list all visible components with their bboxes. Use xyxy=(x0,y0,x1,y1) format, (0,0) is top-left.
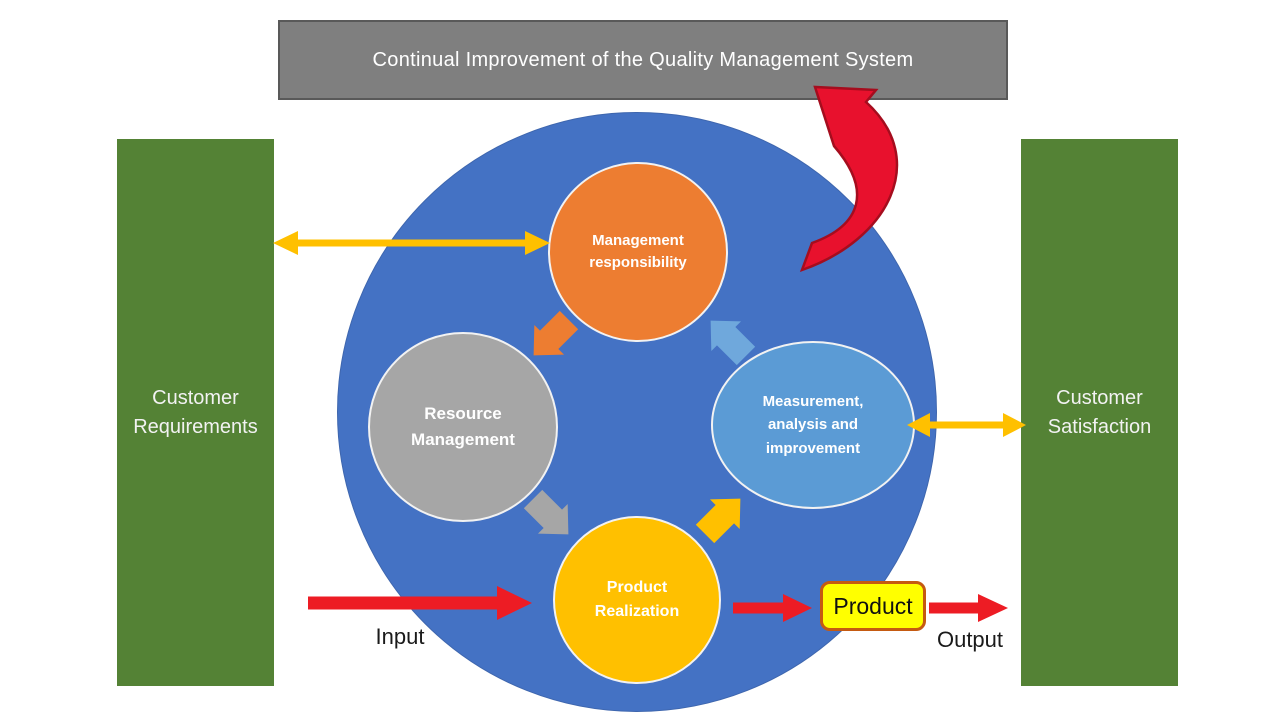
node-product-realization: Product Realization xyxy=(553,516,721,684)
customer-requirements-label: Customer Requirements xyxy=(133,386,258,438)
node-resource-management: Resource Management xyxy=(368,332,558,522)
customer-requirements-panel: Customer Requirements xyxy=(117,139,274,686)
node-measurement-analysis-improvement: Measurement, analysis and improvement xyxy=(711,341,915,509)
product-box-label: Product xyxy=(833,592,913,619)
input-label: Input xyxy=(375,624,425,649)
customer-satisfaction-panel: Customer Satisfaction xyxy=(1021,139,1178,686)
product-realization-label: Product Realization xyxy=(594,579,680,620)
resource-management-label: Resource Management xyxy=(411,403,515,449)
measurement-label: Measurement, analysis and improvement xyxy=(762,393,864,457)
management-responsibility-label: Management responsibility xyxy=(589,231,687,272)
arrow-output xyxy=(929,594,1008,622)
product-box: Product xyxy=(820,581,926,631)
continual-improvement-banner: Continual Improvement of the Quality Man… xyxy=(278,20,1008,100)
output-label: Output xyxy=(936,627,1004,652)
customer-satisfaction-label: Customer Satisfaction xyxy=(1047,386,1152,438)
banner-label: Continual Improvement of the Quality Man… xyxy=(372,48,914,71)
node-management-responsibility: Management responsibility xyxy=(548,162,728,342)
